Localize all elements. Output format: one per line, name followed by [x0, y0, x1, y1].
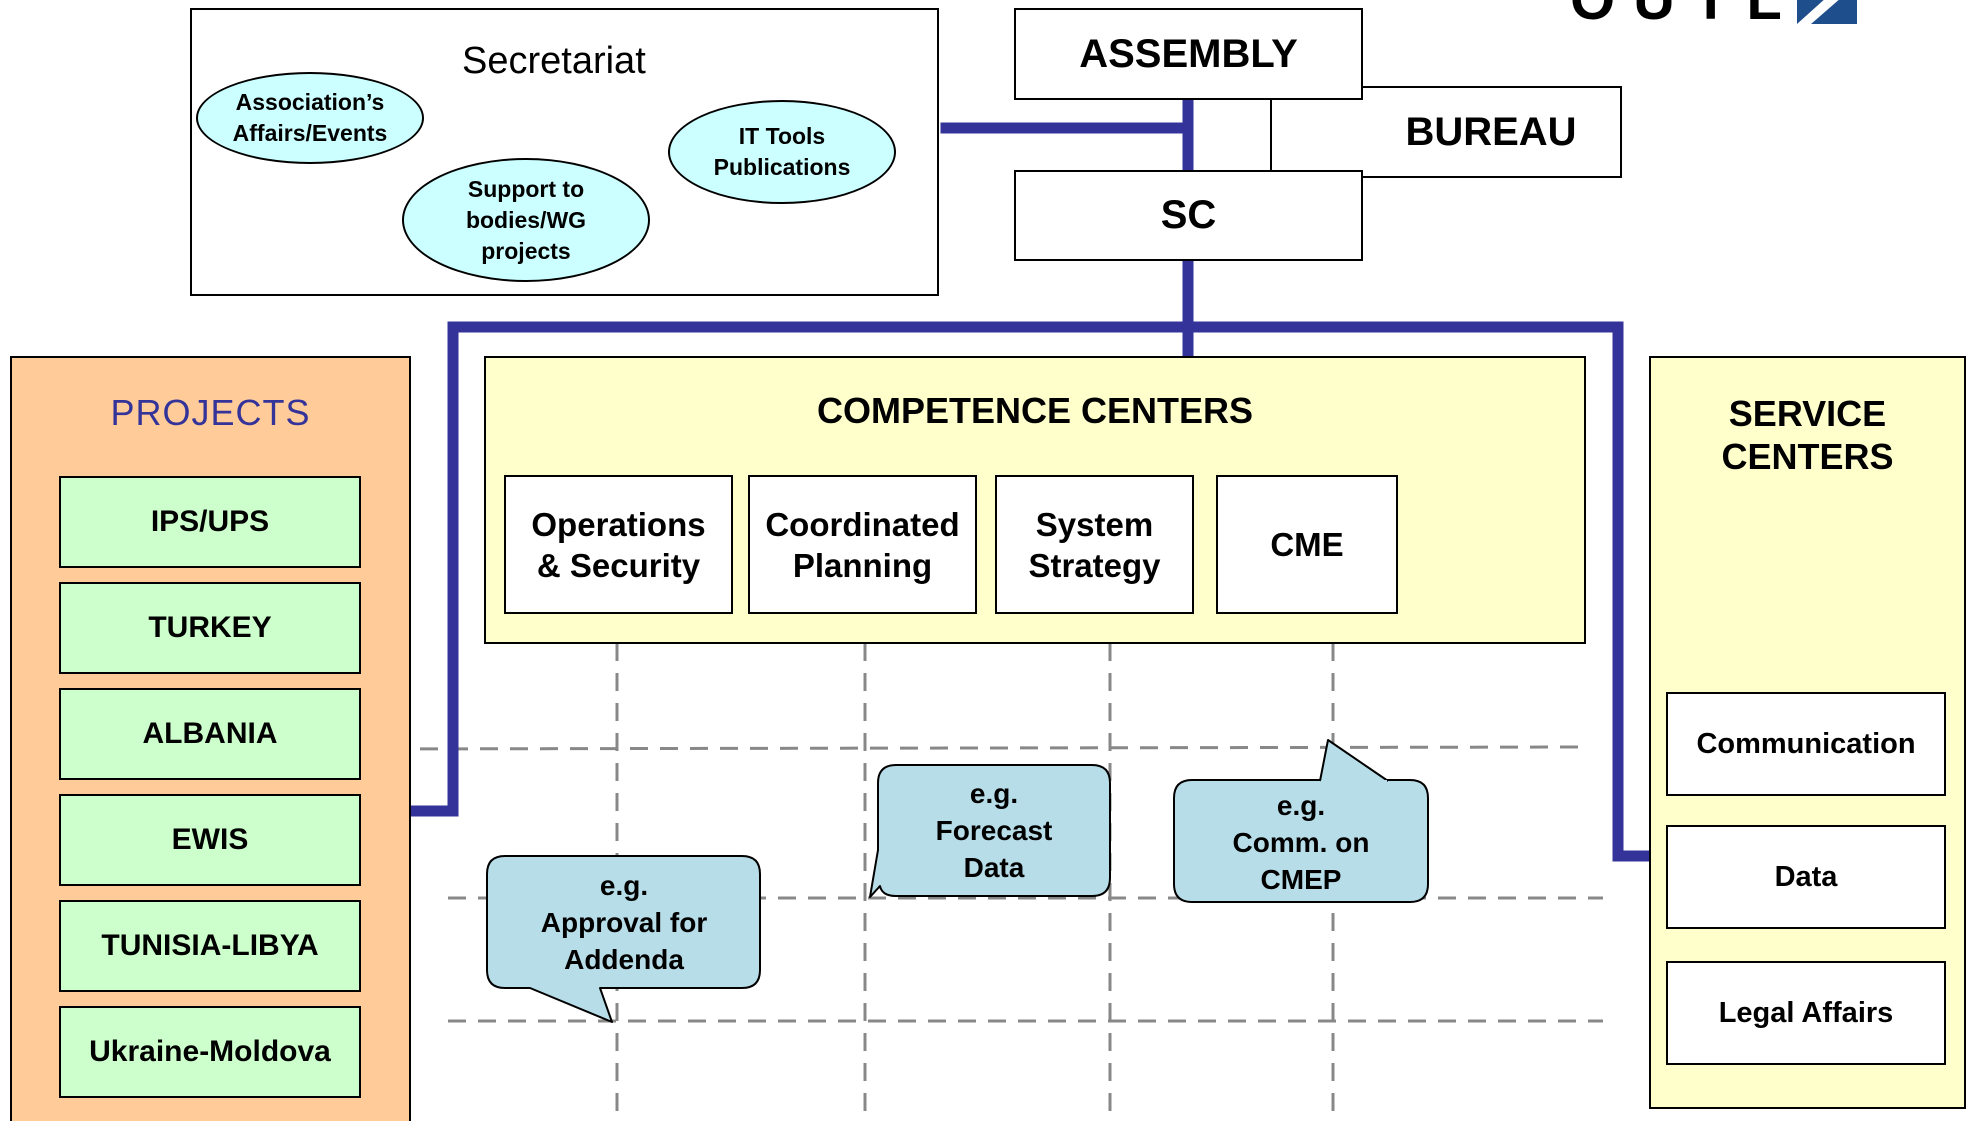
bubble-it-tools: IT Tools Publications: [668, 100, 896, 204]
service-item-legal-affairs: Legal Affairs: [1666, 961, 1946, 1065]
project-item-tunisia-libya: TUNISIA-LIBYA: [59, 900, 361, 992]
callout-cmep-tail: [1319, 739, 1389, 782]
sc-box: SC: [1014, 170, 1363, 261]
cc-operations-security: Operations & Security: [504, 475, 733, 614]
assembly-box: ASSEMBLY: [1014, 8, 1363, 100]
project-item-turkey: TURKEY: [59, 582, 361, 674]
secretariat-title: Secretariat: [462, 40, 646, 82]
service-item-communication: Communication: [1666, 692, 1946, 796]
bureau-box: BUREAU: [1270, 86, 1622, 178]
project-item-ewis: EWIS: [59, 794, 361, 886]
logo-emblem-icon: [1797, 0, 1857, 24]
cc-cme: CME: [1216, 475, 1398, 614]
bubble-association-affairs: Association’s Affairs/Events: [196, 72, 424, 164]
callout-comm-cmep: e.g. Comm. on CMEP: [1232, 789, 1370, 895]
project-item-ips-ups: IPS/UPS: [59, 476, 361, 568]
dashed-h-1: [359, 745, 1586, 751]
cc-coordinated-planning: Coordinated Planning: [748, 475, 977, 614]
logo-text: OUTL: [1570, 0, 1800, 33]
callout-forecast-data: e.g. Forecast Data: [935, 777, 1053, 883]
competence-centers-title: COMPETENCE CENTERS: [816, 390, 1254, 431]
bubble-support-bodies: Support to bodies/WG projects: [402, 158, 650, 282]
logo: OUTL: [1560, 0, 1890, 33]
callout-approval-shape: [486, 855, 761, 1023]
service-item-data: Data: [1666, 825, 1946, 929]
cc-system-strategy: System Strategy: [995, 475, 1194, 614]
project-item-albania: ALBANIA: [59, 688, 361, 780]
projects-title: PROJECTS: [110, 392, 311, 433]
service-centers-title: SERVICE CENTERS: [1721, 393, 1894, 477]
project-item-ukraine-moldova: Ukraine-Moldova: [59, 1006, 361, 1098]
callout-approval-addenda: e.g. Approval for Addenda: [540, 869, 708, 975]
callout-cmep-shape: [1173, 779, 1429, 903]
callout-forecast-shape: [869, 764, 1111, 898]
